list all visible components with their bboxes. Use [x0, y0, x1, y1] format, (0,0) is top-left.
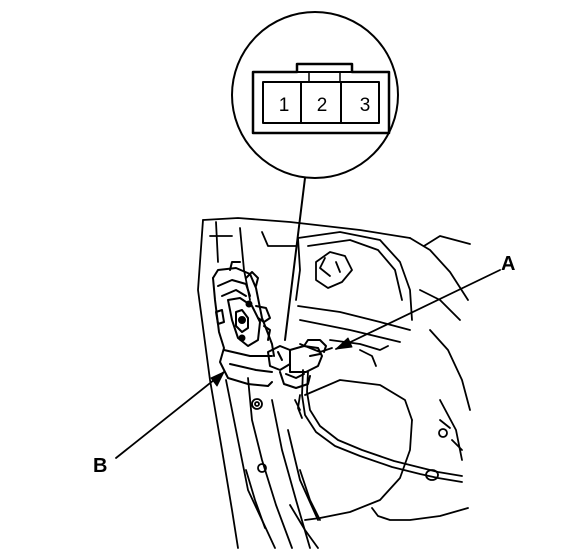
callout-arrow-b	[115, 371, 225, 459]
harness-connector	[267, 339, 327, 389]
wire-harness	[294, 369, 463, 483]
pin-1-label: 1	[279, 95, 290, 116]
door-latch-assembly	[212, 261, 275, 387]
pin-3-label: 3	[360, 95, 371, 116]
callout-arrow-a	[335, 269, 501, 350]
lower-door-panel	[299, 379, 469, 521]
connector-detail-view: 1 2 3	[231, 11, 399, 341]
detail-circle	[231, 11, 399, 179]
inner-door-panel	[261, 231, 471, 461]
callout-label-b: B	[93, 455, 107, 477]
connector-face	[251, 62, 391, 135]
pin-2-label: 2	[317, 95, 328, 116]
callout-label-a: A	[501, 253, 515, 275]
detail-leader-line	[284, 177, 306, 341]
